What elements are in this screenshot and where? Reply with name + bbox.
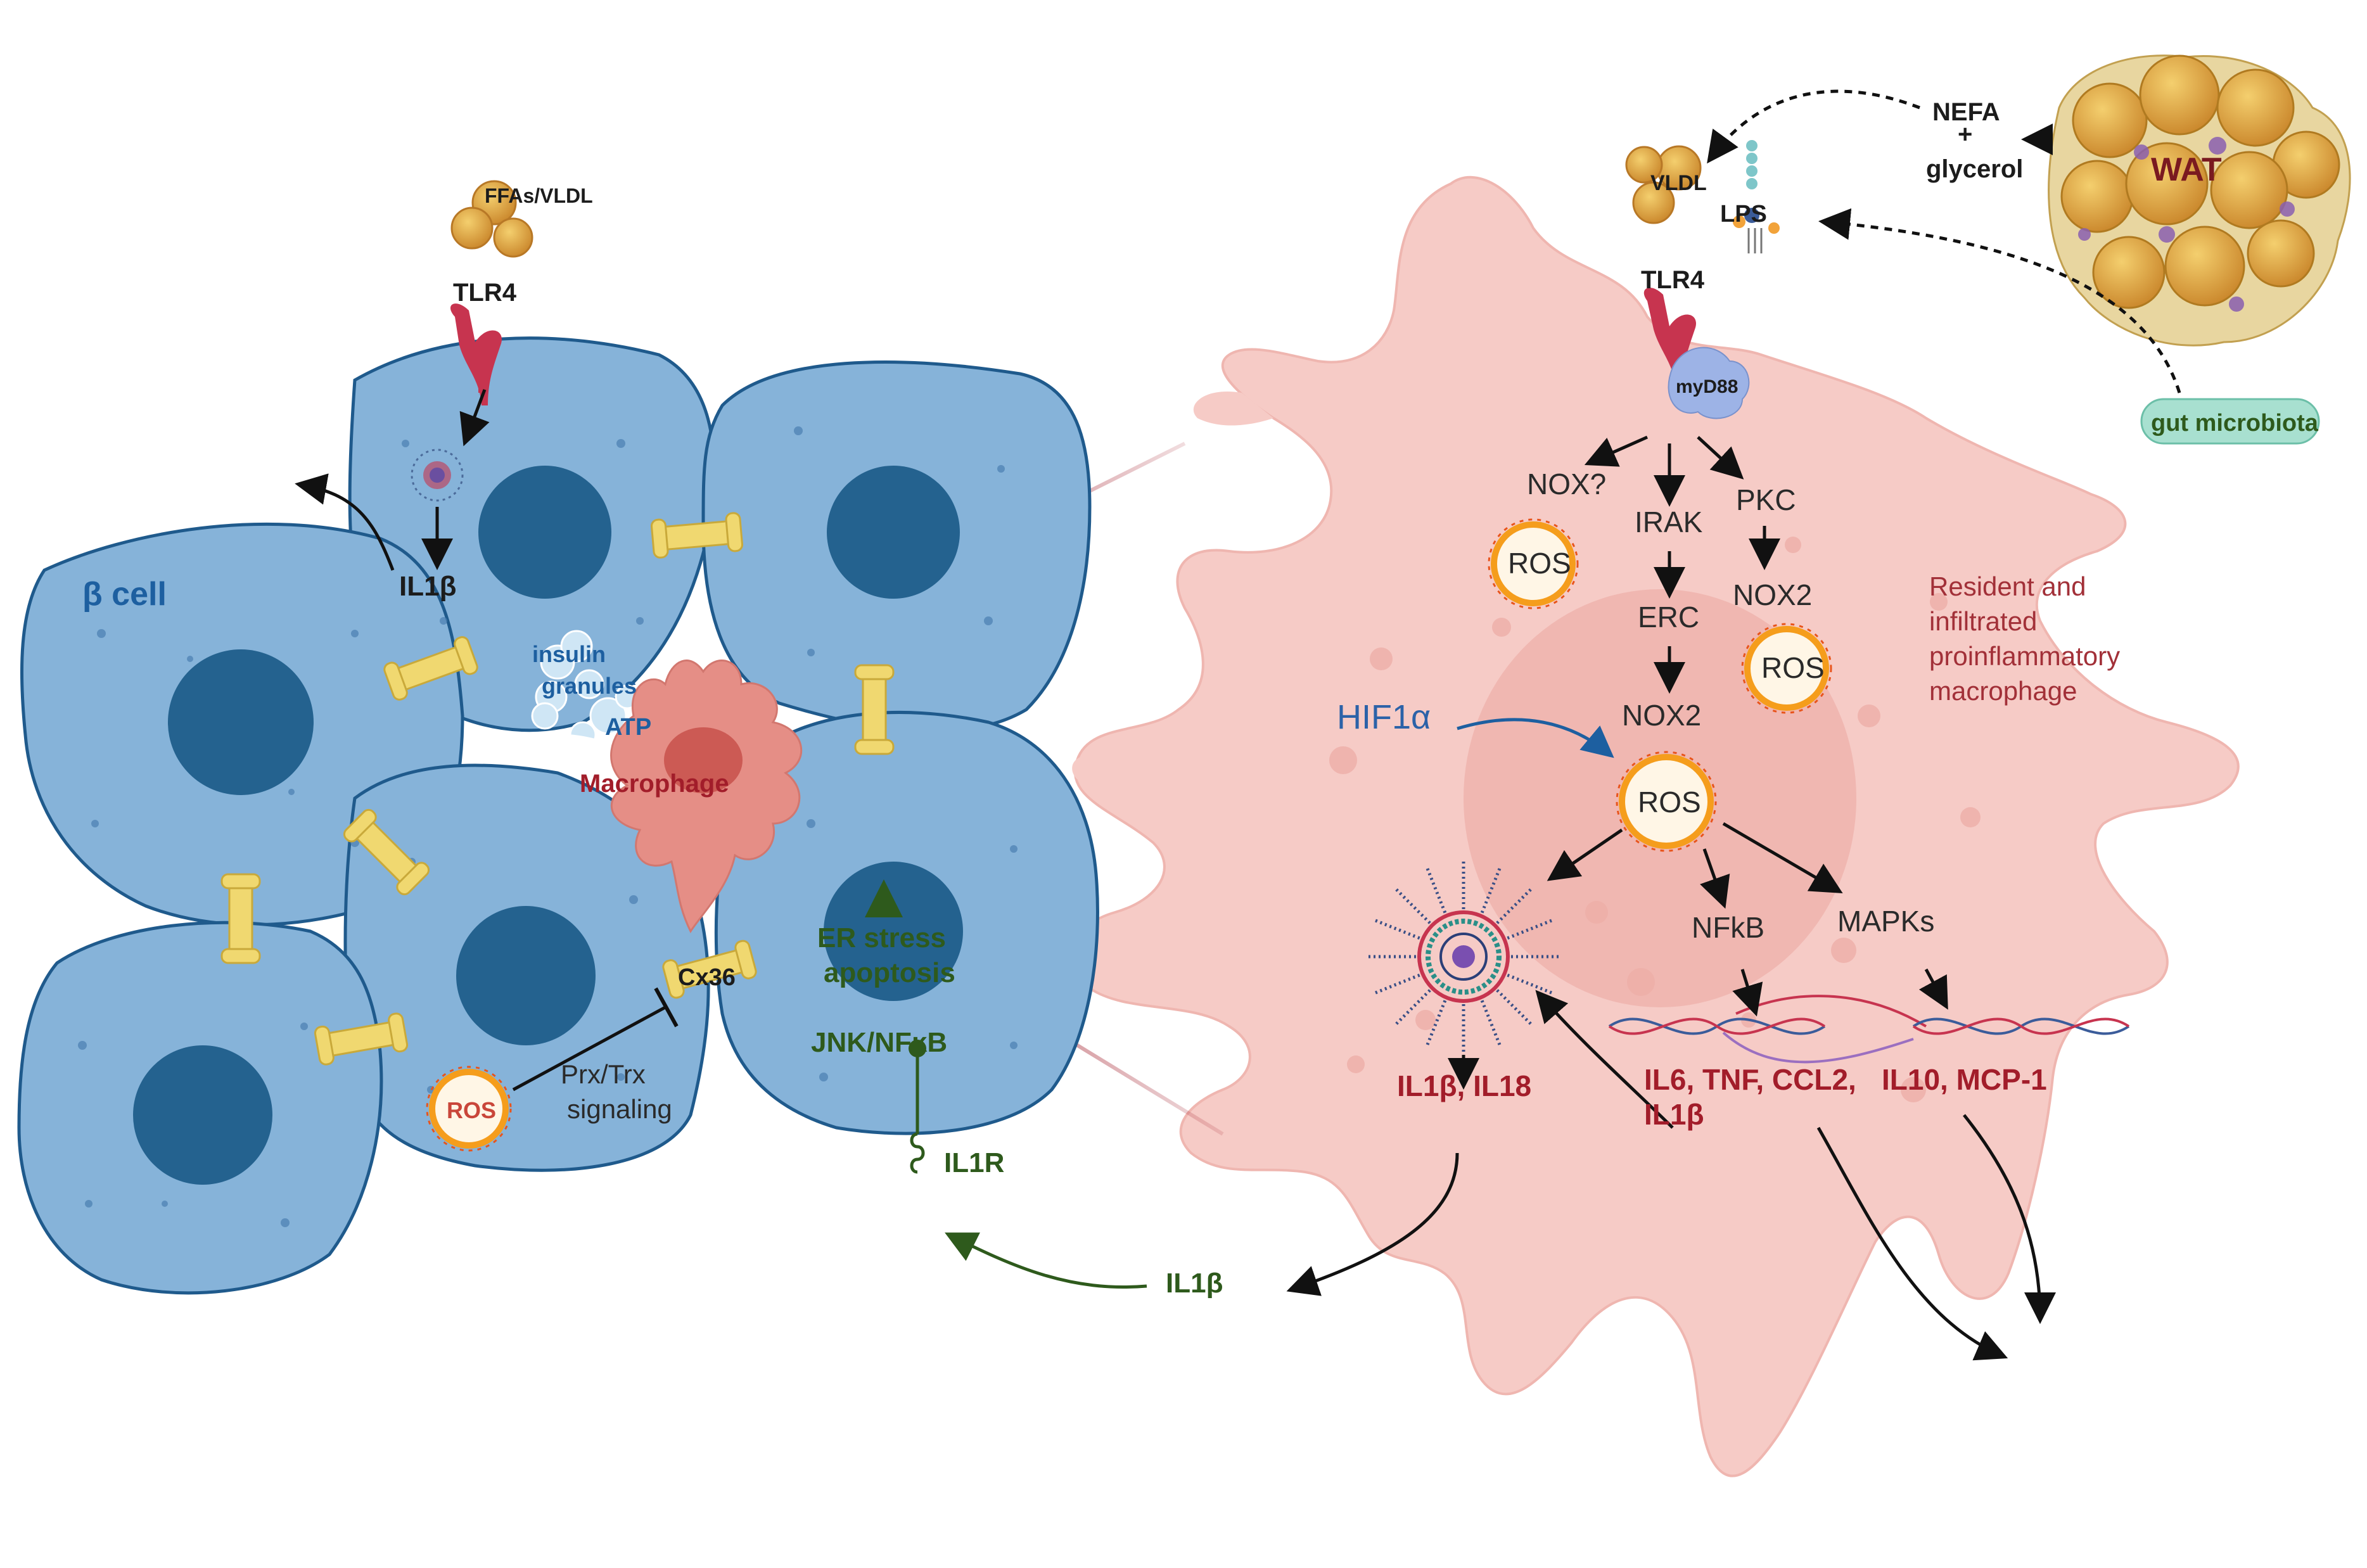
ros-2 — [1741, 623, 1832, 714]
hif1a-label: HIF1α — [1337, 698, 1431, 736]
beta-arrows — [295, 389, 1147, 1289]
lps-molecule — [1733, 140, 1780, 253]
cytokines-line1-label: IL6, TNF, CCL2, — [1644, 1063, 1856, 1096]
plus-label: + — [1958, 120, 1972, 148]
resident-line3-label: proinflammatory — [1929, 641, 2120, 671]
er-stress-label: ER stress — [817, 922, 946, 953]
il10-mcp1-label: IL10, MCP-1 — [1882, 1063, 2047, 1096]
dashed-arrows — [1707, 89, 2181, 393]
connexin-channel — [314, 1012, 409, 1066]
prx-trx-label: Prx/Trx — [561, 1059, 646, 1089]
erc-label: ERC — [1638, 601, 1699, 634]
ffa-vldl-particles — [450, 180, 533, 258]
apoptosis-label: apoptosis — [824, 957, 955, 988]
granules-label: granules — [542, 673, 637, 699]
inhibit-line — [512, 1005, 667, 1092]
wat-label: WAT — [2151, 151, 2222, 188]
inflammasome-large — [1369, 862, 1559, 1052]
tlr4-receptor-beta — [450, 303, 502, 405]
gut-microbiota-label: gut microbiota — [2151, 410, 2319, 437]
ros3-label: ROS — [1638, 786, 1701, 819]
connexin-channel — [220, 873, 261, 964]
beta-cell-nuclei — [133, 466, 963, 1185]
cytokines-line2-label: IL1β — [1644, 1098, 1704, 1131]
insulin-label: insulin — [532, 641, 606, 667]
hif1a-arrow — [1457, 718, 1614, 758]
nfkb-label: NFkB — [1692, 911, 1764, 944]
signaling-arrows — [1286, 435, 2056, 1361]
small-macrophage — [610, 660, 803, 933]
il1r-label: IL1R — [944, 1147, 1004, 1178]
beta-cell-cluster — [17, 180, 1099, 1295]
ros1-label: ROS — [1508, 547, 1571, 580]
il1b-il18-label: IL1β, IL18 — [1397, 1069, 1531, 1102]
tlr4-label-macrophage: TLR4 — [1641, 266, 1705, 294]
nefa-label: NEFA — [1932, 98, 2000, 126]
cx36-label: Cx36 — [678, 964, 736, 991]
wat-adipose-tissue — [2048, 54, 2351, 347]
connexin-channels — [220, 512, 895, 1066]
signaling-label: signaling — [567, 1094, 672, 1124]
pkc-label: PKC — [1736, 483, 1796, 516]
macrophage-label: Macrophage — [580, 770, 729, 798]
jnk-nfkb-label: JNK/NFκB — [811, 1027, 947, 1058]
nox-q-label: NOX? — [1527, 468, 1606, 500]
macrophage-pseudopod — [1193, 392, 1273, 426]
connexin-channel — [854, 664, 895, 755]
vldl-label: VLDL — [1650, 171, 1707, 195]
lps-label: LPS — [1720, 201, 1767, 227]
myd88-protein — [1668, 347, 1750, 419]
ros-1 — [1488, 518, 1579, 609]
inhibit-bar — [654, 987, 679, 1028]
resident-line1-label: Resident and — [1929, 571, 2086, 601]
macrophage-pseudopod — [1072, 756, 1140, 787]
gut-microbiota-bacterium — [2140, 398, 2320, 445]
il1r-receptor — [909, 1040, 926, 1174]
beta-cell-label: β cell — [82, 576, 167, 613]
myd88-label: myD88 — [1676, 376, 1738, 397]
atp-label: ATP — [605, 714, 651, 741]
connexin-channel — [650, 512, 744, 559]
resident-line2-label: infiltrated — [1929, 606, 2037, 636]
irak-label: IRAK — [1635, 506, 1703, 539]
ros-3 — [1616, 751, 1717, 852]
connexin-channel — [343, 808, 430, 896]
ros2-label: ROS — [1761, 651, 1825, 684]
il1b-top-label: IL1β — [399, 571, 456, 602]
connexin-channel-cx36 — [662, 940, 757, 999]
glycerol-label: glycerol — [1926, 155, 2023, 183]
ros-beta — [426, 1066, 512, 1152]
connexin-channel — [383, 636, 478, 701]
resident-line4-label: macrophage — [1929, 676, 2077, 706]
il1b-bottom-label: IL1β — [1166, 1268, 1223, 1299]
ros-beta-label: ROS — [447, 1097, 496, 1123]
inflammasome-small — [411, 449, 464, 502]
beta-cell-granule-dots — [78, 426, 1018, 1227]
vldl-lps-top — [1625, 140, 1780, 253]
mapks-label: MAPKs — [1837, 905, 1934, 938]
nox2-center-label: NOX2 — [1622, 699, 1701, 732]
tlr4-label-beta: TLR4 — [453, 279, 517, 307]
ffas-vldl-label: FFAs/VLDL — [485, 184, 593, 207]
labels: β cell TLR4 FFAs/VLDL IL1β insulin granu… — [82, 98, 2319, 1299]
nox2-right-label: NOX2 — [1733, 578, 1812, 611]
